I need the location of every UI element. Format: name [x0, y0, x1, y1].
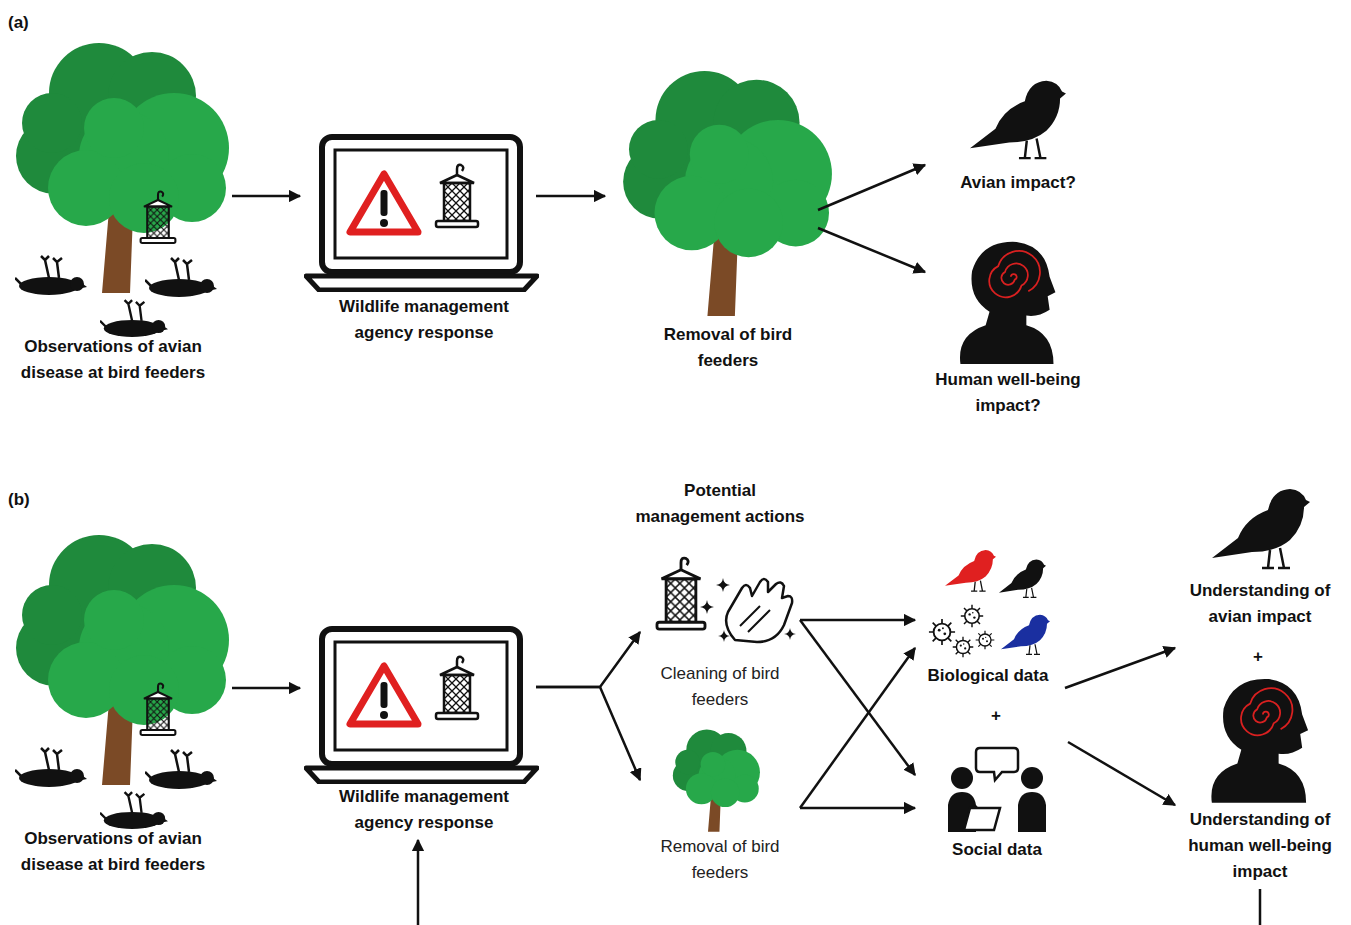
flow-arrow — [1065, 648, 1175, 688]
panel-letter: (b) — [8, 487, 38, 513]
diagram-node: Understanding of human well-being impact — [1175, 668, 1345, 889]
flow-arrow — [232, 687, 300, 690]
node-label: Biological data — [915, 663, 1061, 689]
diagram-node: Avian impact? — [925, 65, 1105, 200]
node-label: Understanding of avian impact — [1175, 578, 1345, 630]
node-label: Removal of bird feeders — [645, 834, 795, 886]
node-label: Observations of avian disease at bird fe… — [18, 334, 208, 386]
plus-sign: + — [1248, 644, 1268, 670]
node-label: Wildlife management agency response — [324, 294, 524, 346]
flow-arrow — [800, 620, 915, 775]
flow-arrow — [536, 195, 605, 198]
flow-arrow — [818, 165, 925, 210]
flow-arrow — [418, 840, 1260, 925]
node-label: Cleaning of bird feeders — [645, 661, 795, 713]
node-label: Avian impact? — [938, 170, 1098, 196]
plus-sign: + — [986, 703, 1006, 729]
flow-arrow — [536, 687, 640, 780]
panel-letter: (a) — [8, 10, 38, 36]
flow-arrow — [818, 228, 925, 272]
flow-arrow — [800, 619, 915, 622]
diagram-node: Removal of bird feeders — [605, 65, 818, 378]
diagram-node: Cleaning of bird feeders — [640, 550, 800, 717]
diagram-node: Wildlife management agency response — [300, 620, 536, 840]
diagram-node: Observations of avian disease at bird fe… — [10, 35, 232, 410]
diagram-node: Removal of bird feeders — [640, 722, 800, 890]
flow-arrow — [536, 632, 640, 687]
diagram-node: Wildlife management agency response — [300, 130, 536, 350]
diagram-node: Human well-being impact? — [925, 235, 1100, 423]
flow-arrow — [232, 195, 300, 198]
node-label: Removal of bird feeders — [643, 322, 813, 374]
diagram-node: Biological data — [915, 550, 1065, 693]
flow-arrow — [800, 648, 915, 808]
diagram-node: Social data — [915, 740, 1068, 867]
node-label: Social data — [932, 837, 1062, 863]
node-label: Wildlife management agency response — [324, 784, 524, 836]
diagram-node: Observations of avian disease at bird fe… — [10, 527, 232, 902]
flow-arrow — [1068, 742, 1175, 805]
node-label: Human well-being impact? — [926, 367, 1091, 419]
diagram-node: Understanding of avian impact — [1175, 475, 1345, 634]
node-label: Observations of avian disease at bird fe… — [18, 826, 208, 878]
node-label: Understanding of human well-being impact — [1175, 807, 1345, 885]
flow-arrow — [800, 807, 915, 810]
group-heading: Potential management actions — [635, 478, 805, 530]
